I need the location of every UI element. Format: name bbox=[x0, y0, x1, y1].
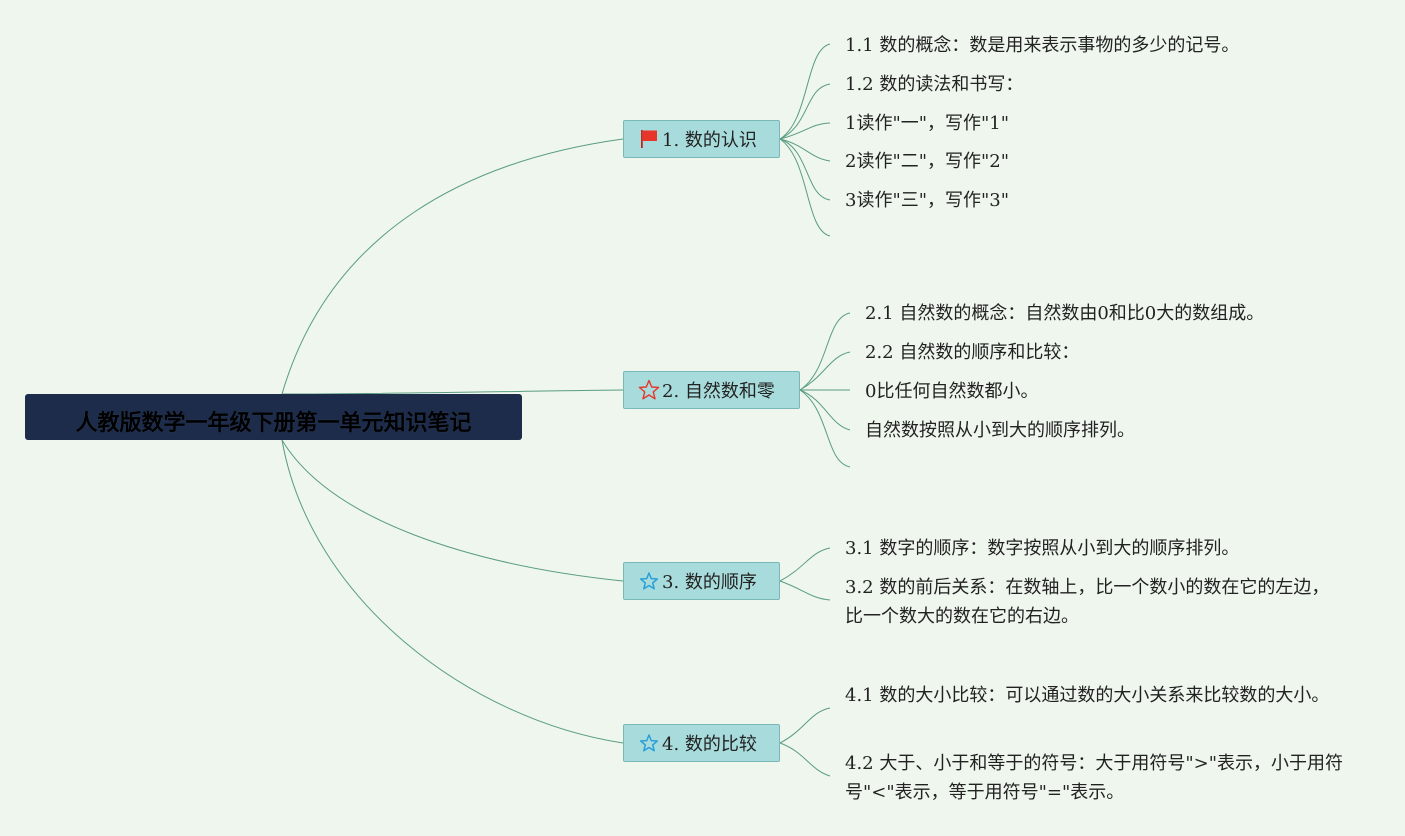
leaf-4-1[interactable]: 4.1 数的大小比较：可以通过数的大小关系来比较数的大小。 bbox=[845, 685, 1330, 706]
leaf-1-4[interactable]: 2读作"二"，写作"2" bbox=[845, 151, 1010, 172]
connector-b1-leaf-1 bbox=[779, 43, 831, 140]
branch-natural-numbers[interactable]: 2. 自然数和零 bbox=[623, 371, 800, 409]
root-topic-label: 人教版数学一年级下册第一单元知识笔记 bbox=[75, 411, 472, 436]
connector-b3-leaf-2 bbox=[779, 580, 831, 601]
leaf-1-1[interactable]: 1.1 数的概念：数是用来表示事物的多少的记号。 bbox=[845, 35, 1240, 56]
blue-star-outline-icon bbox=[638, 732, 660, 754]
leaf-4-2[interactable]: 4.2 大于、小于和等于的符号：大于用符号">"表示，小于用符号"<"表示，等于… bbox=[845, 753, 1343, 803]
connector-b2-leaf-5 bbox=[799, 389, 851, 468]
leaf-1-5[interactable]: 3读作"三"，写作"3" bbox=[845, 190, 1010, 211]
connector-b2-leaf-1 bbox=[799, 312, 851, 391]
leaf-1-3[interactable]: 1读作"一"，写作"1" bbox=[845, 113, 1010, 134]
red-flag-icon bbox=[638, 128, 660, 150]
leaf-1-2[interactable]: 1.2 数的读法和书写： bbox=[845, 74, 1024, 95]
branch-label: 1. 数的认识 bbox=[662, 130, 757, 151]
leaf-2-2[interactable]: 2.2 自然数的顺序和比较： bbox=[865, 342, 1080, 363]
root-topic[interactable]: 人教版数学一年级下册第一单元知识笔记 bbox=[25, 394, 522, 440]
connector-b2-leaf-4 bbox=[799, 389, 851, 431]
connector-b1-leaf-6 bbox=[779, 138, 831, 237]
connector-b3-leaf-1 bbox=[779, 547, 831, 582]
connector-b4-leaf-2 bbox=[779, 742, 831, 777]
blue-star-outline-icon bbox=[638, 570, 660, 592]
connector-b1-leaf-3 bbox=[779, 122, 831, 140]
connector-root-branch-4 bbox=[281, 439, 624, 744]
connector-b1-leaf-5 bbox=[779, 138, 831, 201]
leaf-3-1[interactable]: 3.1 数字的顺序：数字按照从小到大的顺序排列。 bbox=[845, 538, 1240, 559]
branch-number-comparison[interactable]: 4. 数的比较 bbox=[623, 724, 780, 762]
leaf-3-2[interactable]: 3.2 数的前后关系：在数轴上，比一个数小的数在它的左边，比一个数大的数在它的右… bbox=[845, 577, 1330, 627]
connector-root-branch-2 bbox=[281, 389, 624, 395]
connector-b1-leaf-4 bbox=[779, 138, 831, 162]
connector-b4-leaf-1 bbox=[779, 707, 831, 744]
connector-root-branch-1 bbox=[281, 138, 624, 395]
branch-label: 4. 数的比较 bbox=[662, 734, 757, 755]
branch-number-order[interactable]: 3. 数的顺序 bbox=[623, 562, 780, 600]
branch-label: 2. 自然数和零 bbox=[662, 381, 775, 402]
connector-root-branch-3 bbox=[281, 439, 624, 582]
leaf-2-4[interactable]: 自然数按照从小到大的顺序排列。 bbox=[865, 420, 1135, 441]
connector-b1-leaf-2 bbox=[779, 83, 831, 140]
connector-b2-leaf-2 bbox=[799, 351, 851, 391]
red-star-outline-icon bbox=[638, 379, 660, 401]
leaf-2-1[interactable]: 2.1 自然数的概念：自然数由0和比0大的数组成。 bbox=[865, 303, 1265, 324]
branch-number-recognition[interactable]: 1. 数的认识 bbox=[623, 120, 780, 158]
leaf-2-3[interactable]: 0比任何自然数都小。 bbox=[865, 381, 1039, 402]
branch-label: 3. 数的顺序 bbox=[662, 572, 757, 593]
